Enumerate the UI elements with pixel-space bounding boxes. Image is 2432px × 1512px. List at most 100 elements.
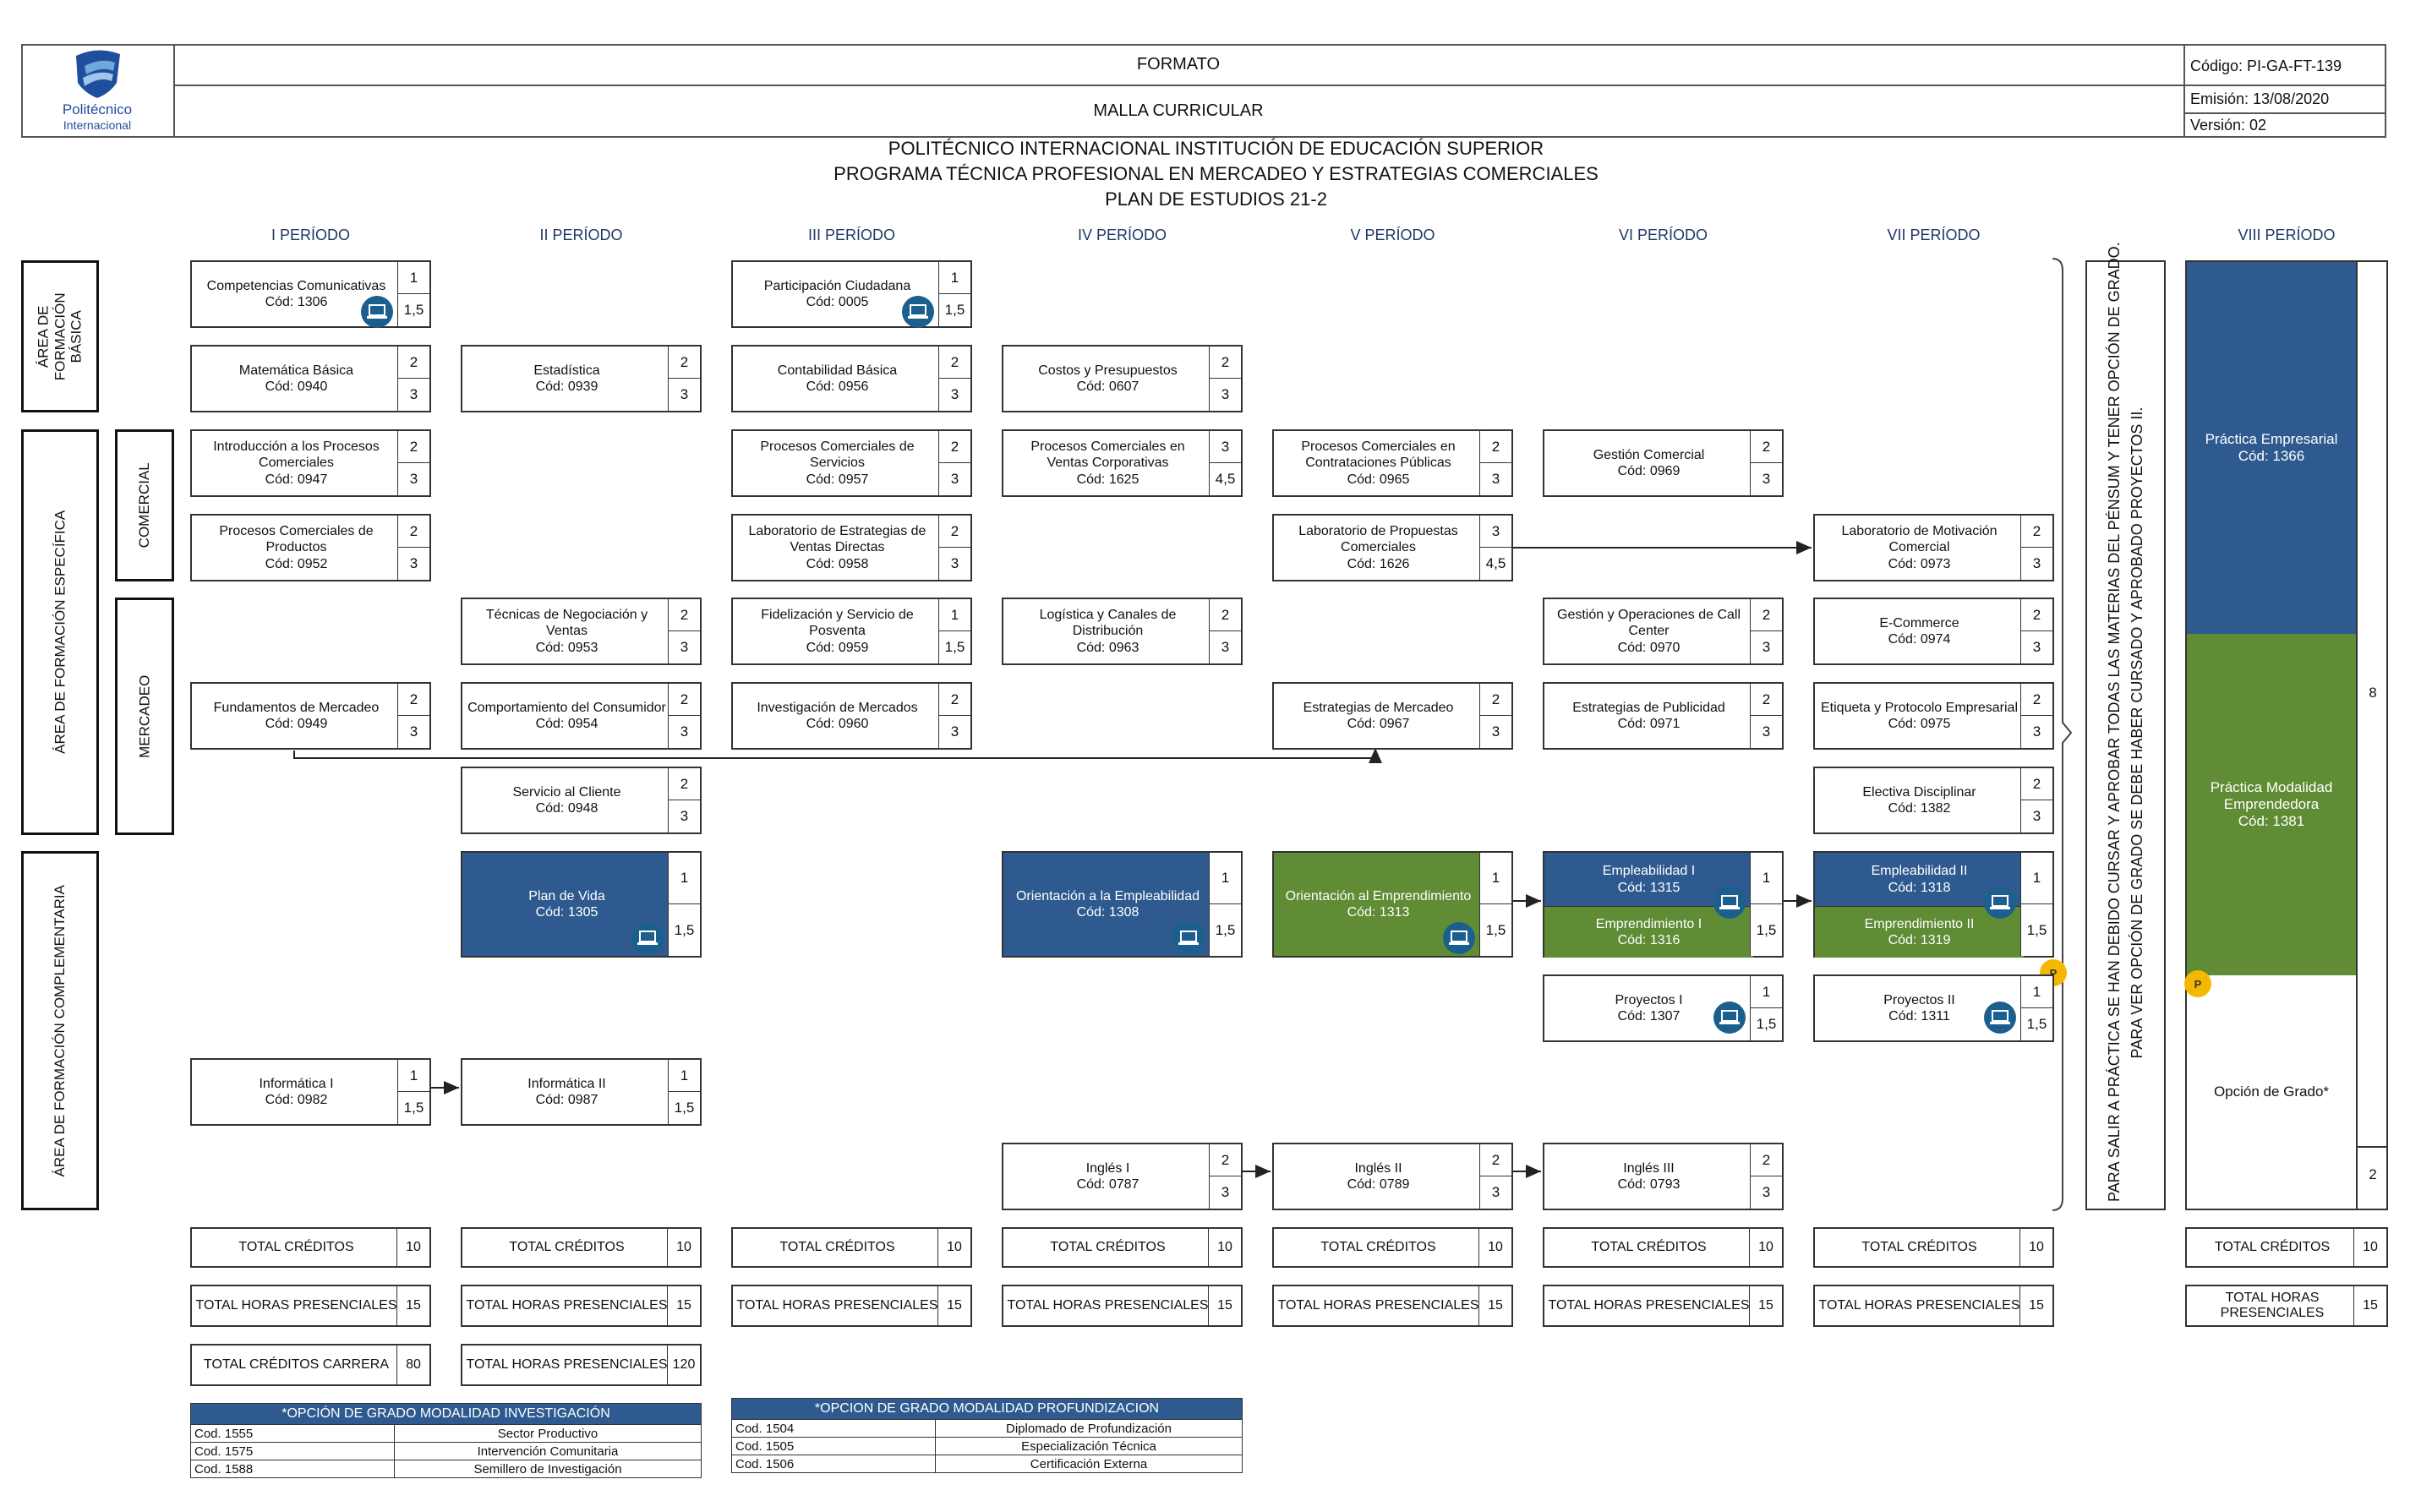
period-header: II PERÍODO (539, 227, 623, 243)
practica-empresarial[interactable]: Práctica Empresarial Cód: 1366 (2187, 262, 2356, 634)
option-code: Cod. 1575 (190, 1442, 395, 1460)
course-0965[interactable]: Procesos Comerciales en Contrataciones P… (1272, 429, 1513, 497)
course-code: Cód: 0948 (535, 801, 598, 816)
total-hours-label: TOTAL HORAS PRESENCIALES (466, 1297, 668, 1313)
course-code: Cód: 0787 (1076, 1177, 1139, 1192)
laptop-icon (1984, 887, 2016, 919)
period8-credits-practica: 8 (2369, 685, 2377, 701)
course-code: Cód: 0005 (806, 295, 869, 309)
career-hours-label: TOTAL HORAS PRESENCIALES (466, 1356, 668, 1372)
course-code: Cód: 0975 (1888, 717, 1951, 731)
course-code: Cód: 1382 (1888, 801, 1951, 816)
option-name: Especialización Técnica (935, 1437, 1243, 1455)
total-hours-label: TOTAL HORAS PRESENCIALES (195, 1297, 397, 1313)
course-hours: 3 (397, 548, 429, 580)
total-credits-label: TOTAL CRÉDITOS (238, 1239, 354, 1254)
course-name: Gestión Comercial (1593, 447, 1705, 462)
practica-empresarial-code: Cód: 1366 (2238, 448, 2305, 464)
total-hours-value: 15 (667, 1286, 700, 1325)
options-investigacion-table: *OPCIÓN DE GRADO MODALIDAD INVESTIGACIÓN… (190, 1403, 702, 1478)
course-hours: 1,5 (1750, 1008, 1782, 1040)
laptop-icon (1984, 1002, 2016, 1034)
total-credits-value: 10 (396, 1229, 429, 1266)
total-hours-value: 15 (1749, 1286, 1782, 1325)
course-code: Cód: 1307 (1617, 1009, 1681, 1023)
course-credits: 1 (1209, 853, 1241, 904)
course-0958[interactable]: Laboratorio de Estrategias de Ventas Dir… (731, 514, 972, 581)
total-hours-value: 15 (396, 1286, 429, 1325)
logo-text: Politécnico (62, 101, 133, 117)
course-code: Cód: 0958 (806, 556, 869, 571)
course-hours: 3 (2020, 631, 2052, 663)
arrow-0949-0967 (293, 748, 1382, 763)
course-hours: 3 (1750, 716, 1782, 748)
opcion-grado[interactable]: Opción de Grado* (2187, 975, 2356, 1209)
course-hours: 3 (668, 800, 700, 832)
course-hours: 1,5 (1479, 904, 1511, 956)
practice-badge-icon: P (2184, 970, 2211, 997)
course-name: Procesos Comerciales en Ventas Corporati… (1030, 439, 1185, 471)
course-code: Cód: 0973 (1888, 556, 1951, 571)
practica-emprendedora[interactable]: Práctica Modalidad Emprendedora Cód: 138… (2187, 634, 2356, 975)
course-hours: 3 (938, 548, 970, 580)
course-credits: 1 (668, 853, 700, 904)
course-name: Proyectos II (1883, 992, 1955, 1007)
course-name: Inglés III (1623, 1160, 1675, 1176)
logo: Politécnico Internacional (34, 47, 161, 135)
total-hours-label: TOTAL HORAS PRESENCIALES (736, 1297, 938, 1313)
course-hours: 3 (1209, 631, 1241, 663)
period-header: III PERÍODO (807, 227, 896, 243)
area-basica: ÁREA DE FORMACIÓN BÁSICA (21, 260, 99, 412)
area-mercadeo: MERCADEO (115, 598, 174, 835)
period-header: VII PERÍODO (1887, 227, 1981, 243)
course-1625[interactable]: Procesos Comerciales en Ventas Corporati… (1002, 429, 1243, 497)
total-credits-label: TOTAL CRÉDITOS (779, 1239, 895, 1254)
course-name: Comportamiento del Consumidor (467, 700, 666, 715)
option-name: Certificación Externa (935, 1455, 1243, 1473)
course-code: Cód: 0974 (1888, 632, 1951, 647)
total-credits-value: 10 (2019, 1229, 2052, 1266)
course-name: Procesos Comerciales de Servicios (760, 439, 915, 471)
laptop-icon (1713, 887, 1746, 919)
total-hours-label: TOTAL HORAS PRESENCIALES (1818, 1297, 2020, 1313)
course-code: Cód: 0789 (1347, 1177, 1410, 1192)
